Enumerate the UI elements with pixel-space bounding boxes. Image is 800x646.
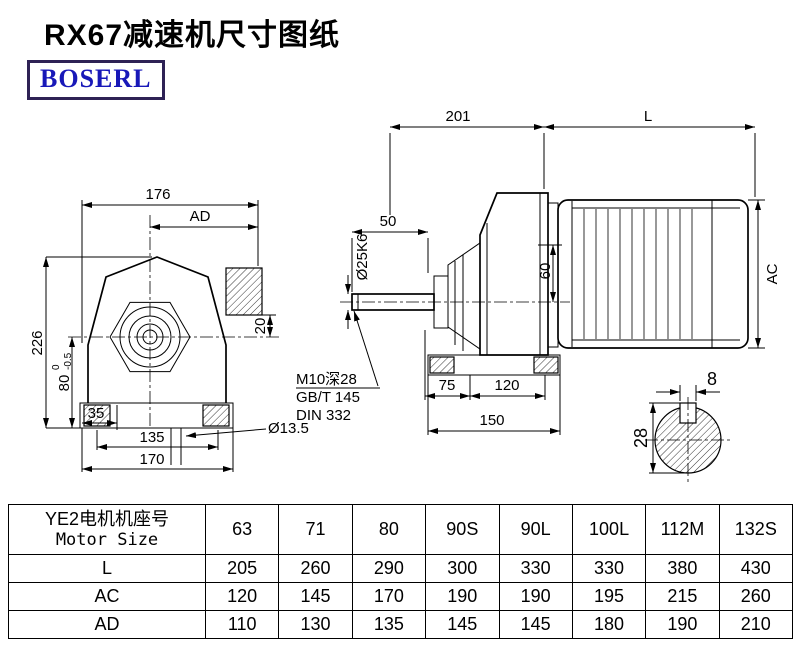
dim-ad-label: AD — [190, 208, 211, 225]
tap-note-line3: DIN 332 — [296, 407, 351, 424]
shaft-section-view: 8 28 — [631, 369, 731, 483]
dim-201-label: 201 — [445, 108, 470, 125]
table-cell: 210 — [718, 610, 794, 639]
foot-hole-dia-label: Ø13.5 — [268, 420, 309, 437]
table-cell: 330 — [571, 554, 647, 583]
table-cell: 180 — [571, 610, 647, 639]
row-label: AC — [8, 582, 206, 611]
table-row-L: L 205 260 290 300 330 330 380 430 — [8, 554, 794, 583]
dimension-table: YE2电机机座号 Motor Size 63 71 80 90S 90L 100… — [8, 504, 794, 639]
table-row-AC: AC 120 145 170 190 190 195 215 260 — [8, 582, 794, 611]
row-label: L — [8, 554, 206, 583]
table-cell: 330 — [498, 554, 573, 583]
table-cell: 430 — [718, 554, 794, 583]
column-header: 80 — [351, 504, 427, 555]
dim-135-label: 135 — [139, 429, 164, 446]
shaft-dia-label: Ø25K6 — [354, 234, 371, 281]
dim-120-label: 120 — [494, 377, 519, 394]
motor-size-header: YE2电机机座号 Motor Size — [8, 504, 206, 555]
table-cell: 145 — [278, 582, 353, 611]
dim-80-tol-upper-label: 0 — [51, 364, 62, 370]
dim-170-label: 170 — [139, 451, 164, 468]
column-header: 90S — [425, 504, 500, 555]
front-view: 176 AD 226 80 0 -0.5 35 — [29, 186, 309, 472]
brand-logo-text: BOSERL — [40, 64, 152, 93]
dim-75-label: 75 — [439, 377, 456, 394]
table-cell: 190 — [425, 582, 500, 611]
dim-20-label: 20 — [252, 318, 269, 335]
table-cell: 145 — [425, 610, 500, 639]
column-header: 71 — [278, 504, 353, 555]
table-cell: 260 — [718, 582, 794, 611]
dim-226-label: 226 — [29, 330, 46, 355]
table-cell: 195 — [571, 582, 647, 611]
dim-80-tol-lower-label: -0.5 — [63, 352, 74, 370]
motor-size-header-en: Motor Size — [55, 530, 159, 551]
table-cell: 170 — [351, 582, 427, 611]
table-cell: 290 — [351, 554, 427, 583]
table-header-row: YE2电机机座号 Motor Size 63 71 80 90S 90L 100… — [8, 504, 794, 555]
row-label: AD — [8, 610, 206, 639]
dim-80-tolerance-group: 80 0 -0.5 — [51, 352, 74, 391]
technical-drawing: 176 AD 226 80 0 -0.5 35 — [29, 108, 781, 483]
table-cell: 120 — [204, 582, 280, 611]
tap-note-line1: M10深28 — [296, 371, 357, 388]
table-cell: 110 — [204, 610, 280, 639]
table-cell: 215 — [645, 582, 720, 611]
dim-80-label: 80 — [56, 375, 73, 392]
dim-60-label: 60 — [537, 263, 554, 280]
table-cell: 300 — [425, 554, 500, 583]
dim-150-label: 150 — [479, 412, 504, 429]
motor-size-header-cn: YE2电机机座号 — [44, 508, 170, 529]
table-cell: 135 — [351, 610, 427, 639]
dim-35-label: 35 — [88, 405, 105, 422]
brand-logo: BOSERL — [27, 60, 165, 100]
table-row-AD: AD 110 130 135 145 145 180 190 210 — [8, 610, 794, 639]
table-cell: 190 — [645, 610, 720, 639]
table-cell: 380 — [645, 554, 720, 583]
table-cell: 260 — [278, 554, 353, 583]
dim-50-label: 50 — [380, 213, 397, 230]
column-header: 90L — [498, 504, 573, 555]
table-cell: 130 — [278, 610, 353, 639]
table-cell: 190 — [498, 582, 573, 611]
side-view: 201 L 50 Ø25K6 60 AC M10深28 GB/T 1 — [296, 108, 781, 435]
column-header: 132S — [718, 504, 794, 555]
table-cell: 145 — [498, 610, 573, 639]
keyway-width-label: 8 — [707, 369, 717, 389]
column-header: 63 — [204, 504, 280, 555]
dim-ac-label: AC — [764, 263, 781, 284]
table-cell: 205 — [204, 554, 280, 583]
column-header: 112M — [645, 504, 720, 555]
keyway-height-label: 28 — [631, 428, 651, 448]
tap-note-line2: GB/T 145 — [296, 389, 360, 406]
page-title: RX67减速机尺寸图纸 — [44, 19, 341, 52]
dim-l-label: L — [644, 108, 652, 125]
column-header: 100L — [571, 504, 647, 555]
dim-176-label: 176 — [145, 186, 170, 203]
